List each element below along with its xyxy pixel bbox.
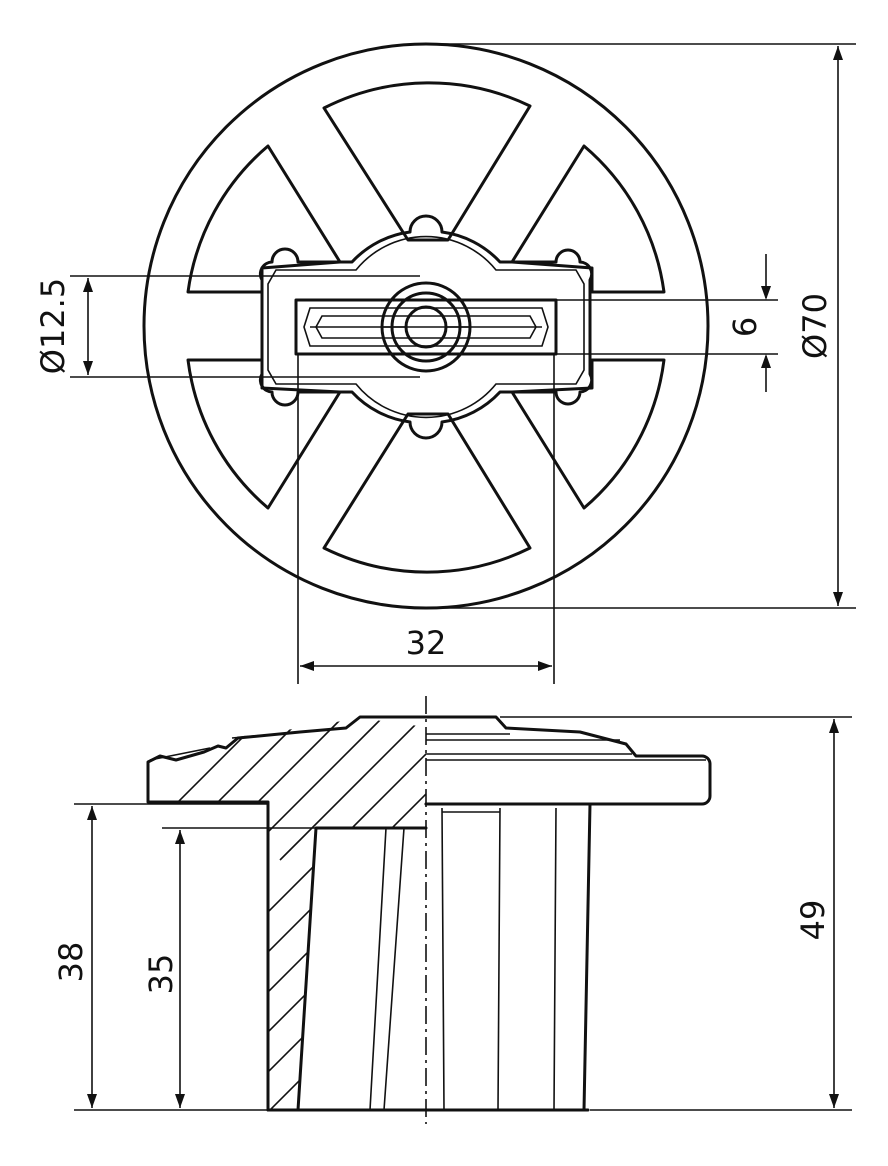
outer-disc	[142, 42, 710, 610]
window-lower-left	[186, 358, 342, 510]
dim-bore-diameter: Ø12.5	[34, 275, 420, 378]
inner-taper-left	[297, 827, 405, 1111]
window-lower-right	[510, 358, 666, 510]
window-bottom	[322, 412, 532, 574]
window-top	[322, 81, 532, 242]
dim-depth-inner: 35	[142, 827, 316, 1108]
dim-slot-width: 6	[556, 254, 778, 392]
flange-right-details	[426, 733, 706, 761]
dim-total-height: 49	[500, 716, 852, 1111]
body-ribs	[441, 807, 557, 1111]
left-flange-detail	[149, 727, 347, 761]
slot	[294, 298, 558, 356]
slot-bevel	[303, 307, 549, 347]
dim-outer-diameter: Ø70	[430, 43, 856, 609]
section-profile-left	[146, 715, 428, 1112]
label-depth-inner: 35	[142, 954, 180, 995]
dim-slot-length: 32	[297, 354, 555, 684]
label-total-height: 49	[794, 900, 832, 941]
bore-inner	[390, 291, 462, 363]
label-bore-diameter: Ø12.5	[34, 278, 72, 374]
central-hub	[258, 214, 594, 440]
side-view: 49 38 35	[52, 696, 852, 1124]
label-slot-width: 6	[726, 317, 764, 337]
window-upper-right	[510, 144, 666, 294]
window-upper-left	[186, 144, 342, 294]
top-view: Ø12.5 6 Ø70 32	[34, 42, 856, 684]
hub-inner-outline	[267, 235, 585, 419]
label-slot-length: 32	[406, 624, 447, 662]
label-depth-outer: 38	[52, 942, 90, 983]
flange-right	[424, 715, 712, 806]
body-right	[424, 802, 592, 1112]
dim-depth-outer: 38	[52, 803, 268, 1111]
label-outer-diameter: Ø70	[796, 293, 834, 359]
